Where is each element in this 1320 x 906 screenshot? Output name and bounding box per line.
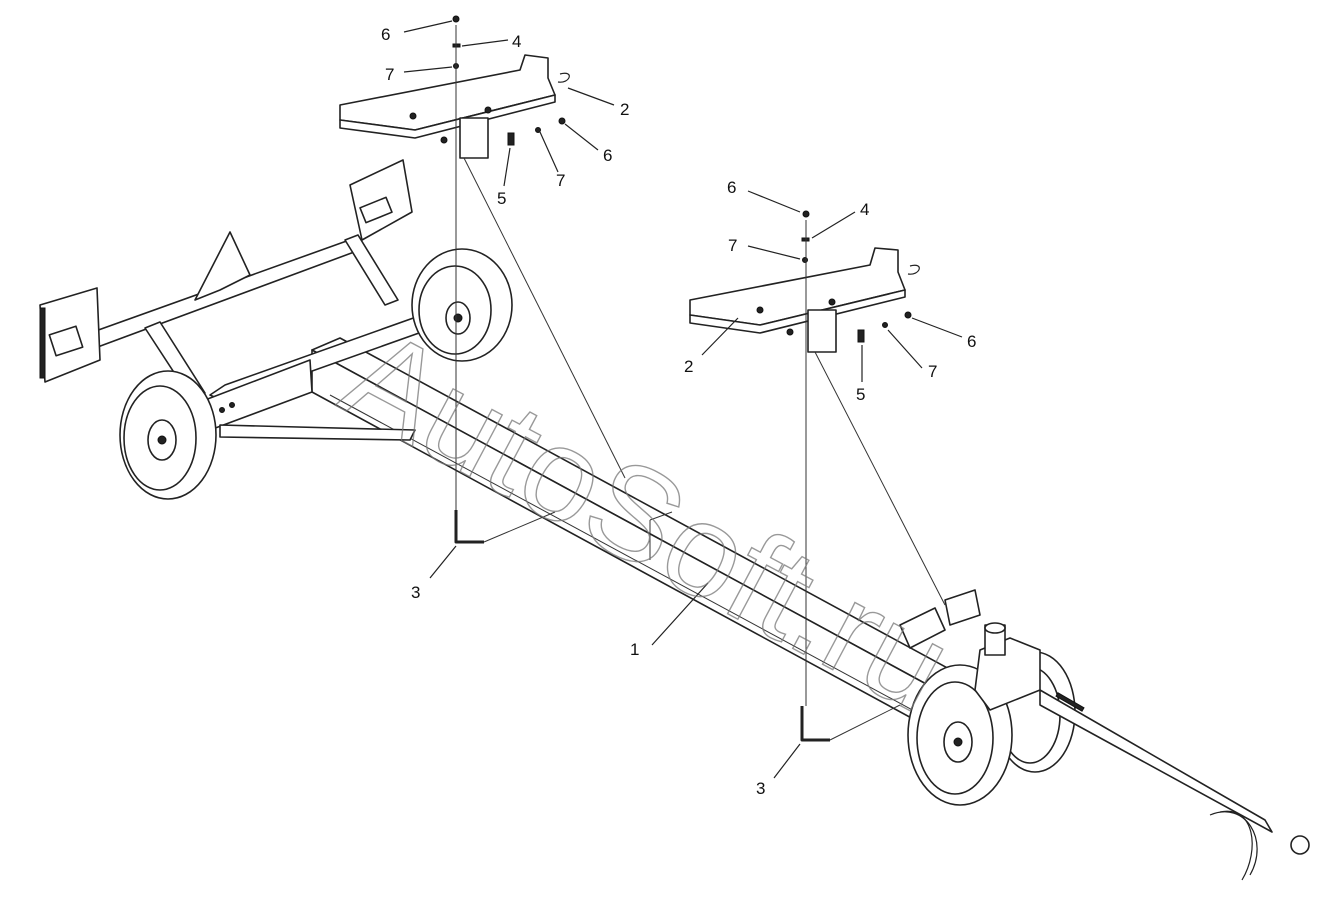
callout-2: 2 [620, 100, 629, 119]
support-bracket-lower [689, 210, 920, 353]
leader-lines [403, 20, 963, 779]
callout-2: 2 [684, 357, 693, 376]
assembly-lines [455, 25, 946, 741]
callout-5: 5 [497, 189, 506, 208]
callout-5: 5 [856, 385, 865, 404]
callout-6: 6 [603, 146, 612, 165]
header-support-frame [39, 159, 413, 401]
callout-7: 7 [556, 171, 565, 190]
support-bracket-upper [339, 15, 570, 159]
callout-3: 3 [411, 583, 420, 602]
callout-6: 6 [727, 178, 736, 197]
watermark-text: AutoSoft.ru [322, 300, 974, 740]
callout-4: 4 [860, 200, 869, 219]
callout-6: 6 [381, 25, 390, 44]
rear-axle-assembly [204, 304, 451, 441]
l-bolt-left [454, 510, 484, 544]
callout-3: 3 [756, 779, 765, 798]
callout-6: 6 [967, 332, 976, 351]
wheel-left-rear [119, 370, 217, 500]
drawbar [899, 589, 1310, 881]
l-bolt-right [800, 706, 830, 742]
callout-1: 1 [630, 640, 639, 659]
callout-7: 7 [728, 236, 737, 255]
callout-7: 7 [385, 65, 394, 84]
trailer-main-beam [311, 337, 1011, 759]
callout-labels: 6 4 7 2 6 7 5 6 4 7 2 6 7 5 3 1 3 [381, 25, 976, 798]
callout-7: 7 [928, 362, 937, 381]
callout-4: 4 [512, 32, 521, 51]
wheel-left-front [411, 248, 513, 362]
